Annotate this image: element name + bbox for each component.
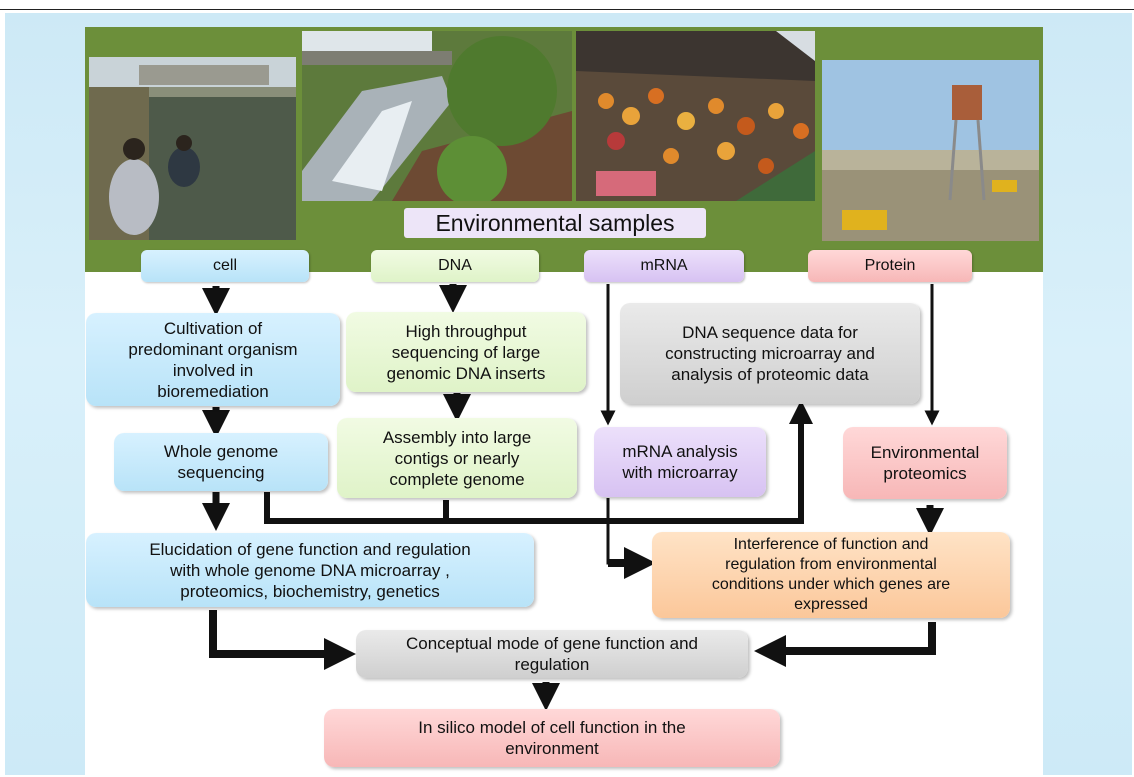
arrow-interference-conceptual bbox=[754, 622, 936, 667]
environmental-samples-label: Environmental samples bbox=[404, 208, 706, 238]
header-mrna: mRNA bbox=[584, 250, 744, 282]
stream-photo bbox=[302, 31, 572, 201]
landfill-photo bbox=[822, 60, 1039, 241]
header-protein: Protein bbox=[808, 250, 972, 282]
arrow-elucidation-conceptual bbox=[209, 610, 356, 670]
connector-mrna-interference bbox=[606, 498, 638, 565]
river-sampling-photo bbox=[89, 57, 296, 240]
arrow-to-sequence-data bbox=[264, 400, 813, 524]
elucidation-box: Elucidation of gene function and regulat… bbox=[86, 533, 534, 607]
header-dna: DNA bbox=[371, 250, 539, 282]
food-waste-photo bbox=[576, 31, 815, 201]
header-cell: cell bbox=[141, 250, 309, 282]
top-rule bbox=[0, 9, 1134, 10]
